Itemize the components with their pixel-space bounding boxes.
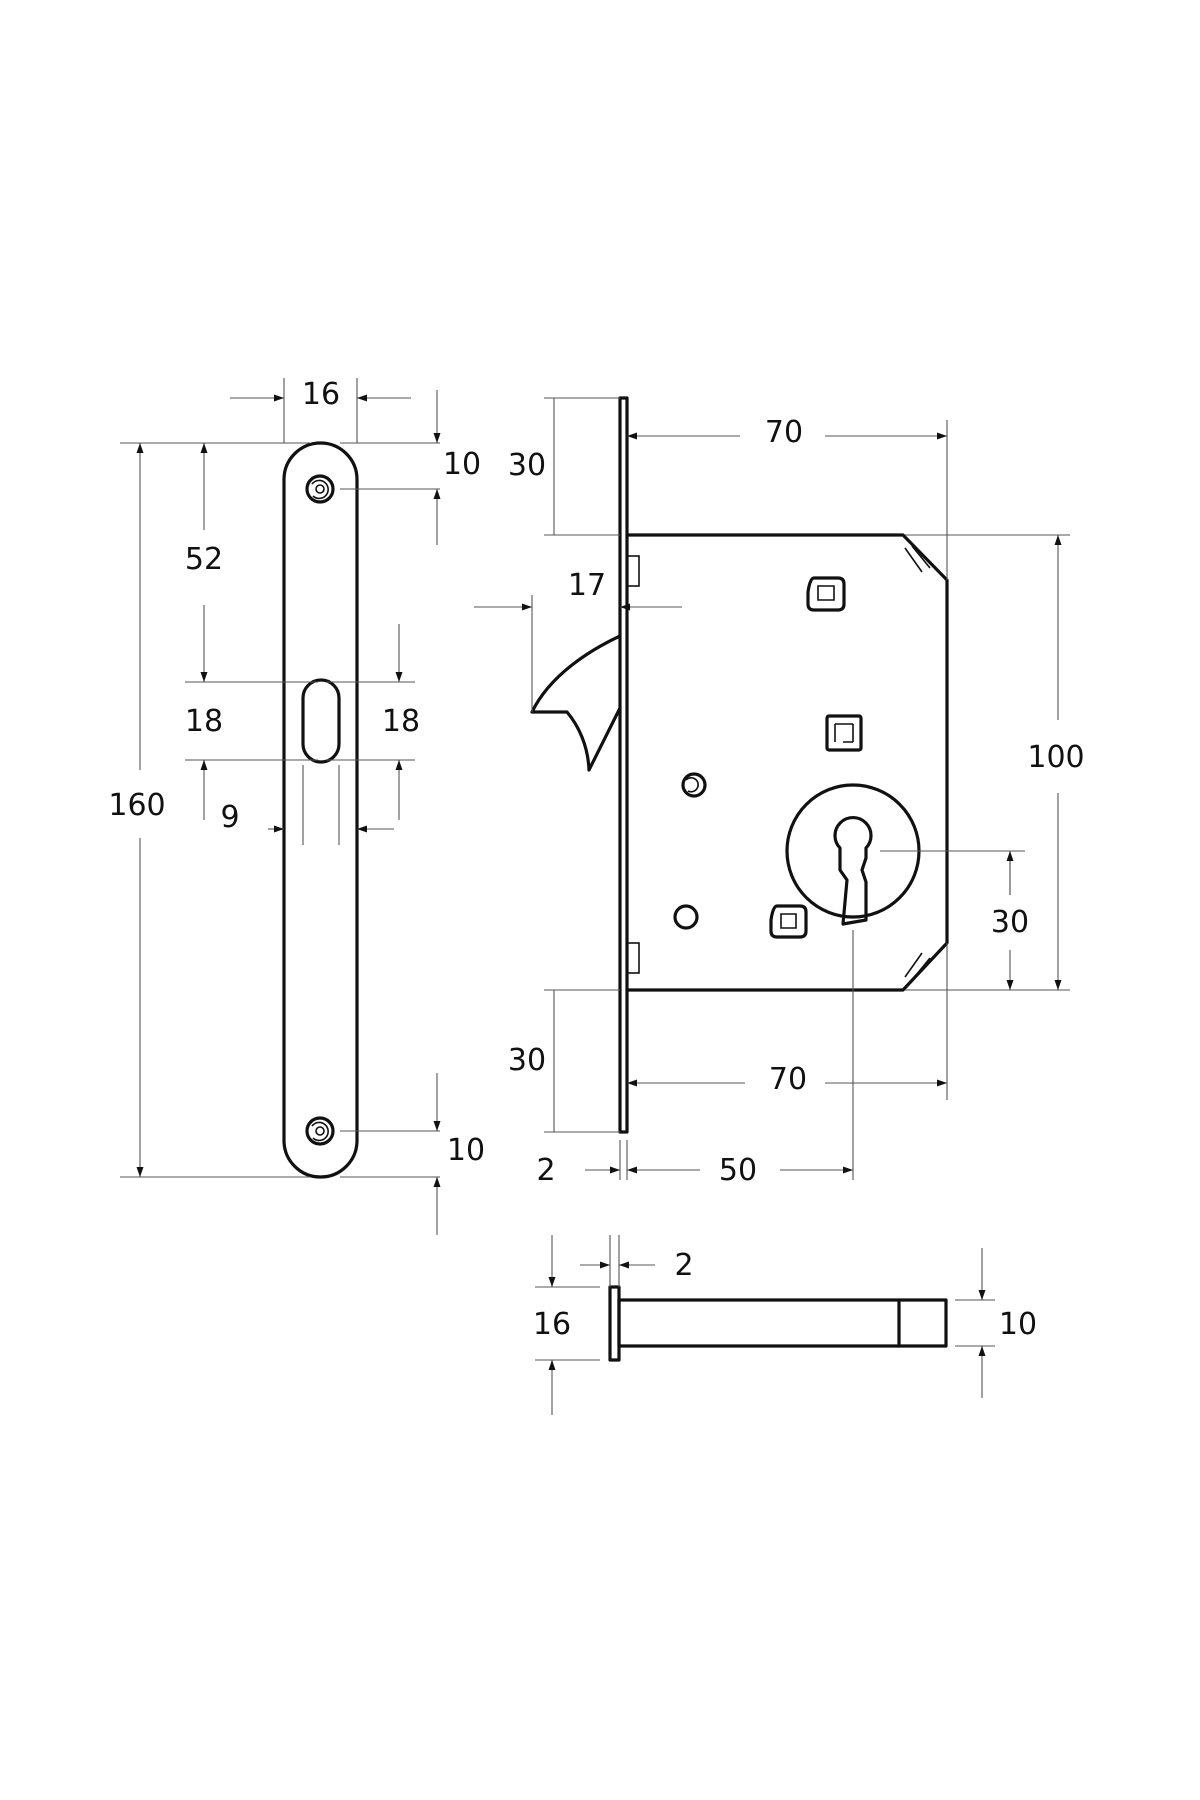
keyhole-icon: [833, 815, 873, 926]
square-follower-icon: [825, 714, 863, 752]
backset-label: 50: [719, 1153, 757, 1188]
top-margin-label: 30: [508, 448, 546, 483]
faceplate-bottom-screw-icon: [305, 1116, 335, 1146]
lock-body-dimensions: 30 70 17 100 30 30 70: [474, 397, 1085, 1188]
faceplate-dimensions: 16 160 52 18 18 9 10: [108, 377, 485, 1235]
bottom-tab-icon: [626, 942, 640, 974]
front-plate: [618, 396, 629, 1134]
faceplate-slot: [301, 678, 341, 764]
body-width-bottom-label: 70: [769, 1062, 807, 1097]
bolt-thickness-label: 2: [674, 1248, 693, 1283]
lock-case-outline: [625, 533, 949, 992]
faceplate-width-label: 16: [302, 377, 340, 412]
screw-to-slot-label: 52: [185, 542, 223, 577]
faceplate-outline: [282, 441, 359, 1179]
slot-width-label: 9: [220, 800, 239, 835]
faceplate: [282, 441, 359, 1179]
lock-body: [530, 396, 949, 1134]
bolt-bar: [617, 1298, 948, 1348]
bolt-dimensions: 2 16 10: [533, 1235, 1037, 1415]
hook-projection-label: 17: [568, 568, 606, 603]
fixing-hole-bottom-icon: [769, 904, 808, 939]
bolt-height-label: 16: [533, 1307, 571, 1342]
top-tab-icon: [626, 555, 640, 587]
bottom-screw-offset-label: 10: [447, 1133, 485, 1168]
body-width-top-label: 70: [765, 415, 803, 450]
bottom-margin-label: 30: [508, 1043, 546, 1078]
body-height-label: 100: [1027, 740, 1084, 775]
slot-height-left-label: 18: [185, 704, 223, 739]
bolt-side-view: [608, 1285, 948, 1362]
top-screw-offset-label: 10: [443, 447, 481, 482]
faceplate-top-screw-icon: [305, 474, 335, 504]
hook-bolt: [530, 634, 622, 772]
bolt-bar-height-label: 10: [999, 1307, 1037, 1342]
slot-height-right-label: 18: [382, 704, 420, 739]
fixing-hole-top-icon: [806, 576, 846, 612]
corner-rivet-bottom-icon: [904, 952, 931, 981]
spring-pin-icon: [681, 772, 707, 798]
plate-thickness-label: 2: [536, 1153, 555, 1188]
corner-rivet-top-icon: [904, 545, 931, 573]
rivet-hole-icon: [673, 904, 699, 930]
keyhole-height-label: 30: [991, 905, 1029, 940]
faceplate-total-height-label: 160: [108, 788, 165, 823]
